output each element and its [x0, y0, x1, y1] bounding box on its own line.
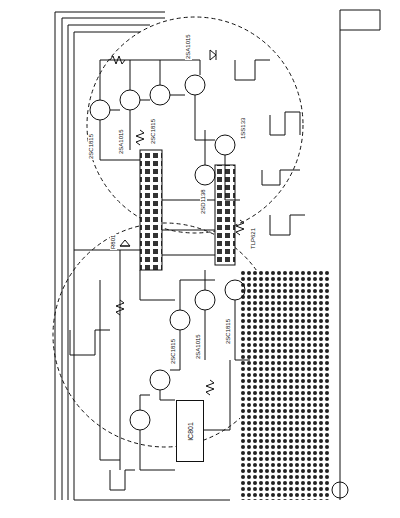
part-label: 2SC1815	[225, 318, 232, 345]
part-label: R801	[110, 234, 117, 250]
ic-box: IC801	[176, 400, 204, 462]
part-label: 2SD1138	[200, 188, 207, 215]
ic-label: IC801	[187, 422, 194, 441]
part-label: 2SC1815	[88, 133, 95, 160]
part-label: 2SC1815	[170, 338, 177, 365]
part-label: 2SC1815	[150, 118, 157, 145]
part-label: TLP621	[250, 227, 257, 250]
part-label: 1SS133	[240, 117, 247, 140]
part-label: 2SA1015	[195, 333, 202, 360]
part-label: 2SA1015	[185, 33, 192, 60]
part-label: 2SA1015	[118, 128, 125, 155]
